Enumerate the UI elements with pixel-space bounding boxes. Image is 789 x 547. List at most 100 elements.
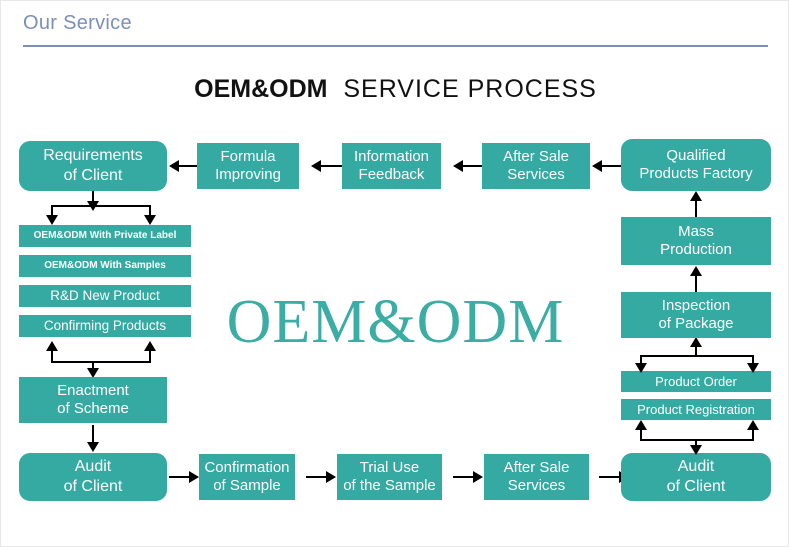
node-label-line2: Improving [215, 166, 281, 183]
node-label-line2: Services [507, 166, 565, 183]
bar-label: Product Registration [637, 401, 755, 417]
node-requirements-of-client[interactable]: Requirements of Client [19, 141, 167, 191]
node-label-line1: Information [353, 147, 430, 165]
node-label-line1: Audit [74, 458, 112, 476]
node-label-line1: Audit [677, 458, 715, 476]
node-label-line2: Products Factory [639, 165, 753, 182]
arrow-down-icon [87, 442, 99, 452]
arrow-up-icon [46, 341, 58, 351]
arrow-up-icon [635, 420, 647, 430]
connector-line [599, 476, 619, 478]
node-label-line2: of Sample [213, 477, 281, 494]
watermark-text: OEM&ODM [226, 288, 565, 356]
diagram-title-bold: OEM&ODM [194, 75, 328, 103]
connector-line [149, 351, 151, 363]
connector-line [453, 476, 473, 478]
bar-label: Product Order [655, 373, 737, 389]
node-inspection-of-package[interactable]: Inspection of Package [621, 292, 771, 338]
connector-line [752, 430, 754, 441]
node-confirmation-of-sample[interactable]: Confirmation of Sample [199, 454, 295, 500]
arrow-up-icon [747, 420, 759, 430]
connector-line [169, 476, 189, 478]
node-label-line2: of Scheme [57, 400, 129, 417]
connector-line [306, 476, 326, 478]
connector-line [695, 199, 697, 217]
node-label-line2: Production [660, 241, 732, 258]
bar-product-registration[interactable]: Product Registration [621, 399, 771, 420]
node-label-line1: After Sale [503, 147, 569, 165]
connector-line [695, 274, 697, 292]
arrow-right-icon [189, 471, 199, 483]
node-enactment-of-scheme[interactable]: Enactment of Scheme [19, 377, 167, 423]
arrow-down-icon [87, 368, 99, 378]
node-label-line2: Services [507, 477, 566, 494]
connector-line [695, 439, 697, 447]
diagram-title: OEM&ODM SERVICE PROCESS [1, 75, 789, 104]
node-label-line2: of Client [63, 167, 123, 184]
node-label-line2: of Client [666, 478, 726, 495]
page-title: Our Service [23, 12, 132, 34]
node-label-line1: Trial Use [359, 458, 420, 476]
node-label-line1: Qualified [666, 146, 726, 164]
diagram-title-regular: SERVICE PROCESS [343, 75, 597, 103]
connector-line [179, 165, 197, 167]
bar-confirming-products[interactable]: Confirming Products [19, 315, 191, 337]
bar-oem-odm-with-private-label[interactable]: OEM&ODM With Private Label [19, 225, 191, 247]
arrow-up-icon [690, 191, 702, 201]
bar-oem-odm-with-samples[interactable]: OEM&ODM With Samples [19, 255, 191, 277]
bar-label: OEM&ODM With Private Label [33, 229, 177, 241]
bar-label: OEM&ODM With Samples [44, 259, 166, 271]
arrow-left-icon [311, 160, 321, 172]
arrow-left-icon [453, 160, 463, 172]
arrow-down-icon [46, 215, 58, 225]
arrow-left-icon [169, 160, 179, 172]
node-trial-use-of-the-sample[interactable]: Trial Use of the Sample [337, 454, 442, 500]
bar-product-order[interactable]: Product Order [621, 371, 771, 392]
bar-label: R&D New Product [50, 287, 160, 303]
arrow-right-icon [326, 471, 336, 483]
connector-line [640, 355, 754, 357]
node-qualified-products-factory[interactable]: Qualified Products Factory [621, 139, 771, 191]
arrow-down-icon [144, 215, 156, 225]
connector-line [92, 361, 94, 370]
node-label-line2: Feedback [358, 166, 425, 183]
node-label-line1: Requirements [43, 147, 143, 165]
bar-rd-new-product[interactable]: R&D New Product [19, 285, 191, 307]
connector-line [51, 205, 53, 217]
node-audit-of-client-right[interactable]: Audit of Client [621, 453, 771, 501]
arrow-up-icon [690, 337, 702, 347]
node-label-line1: Inspection [661, 296, 731, 314]
connector-line [602, 165, 621, 167]
arrow-left-icon [592, 160, 602, 172]
node-label-line1: Enactment [57, 381, 129, 399]
node-label-line1: Formula [220, 147, 276, 165]
node-label-line1: Confirmation [204, 458, 290, 476]
connector-line [695, 345, 697, 357]
connector-line [92, 425, 94, 444]
node-audit-of-client-left[interactable]: Audit of Client [19, 453, 167, 501]
node-label-line2: of Package [658, 315, 734, 332]
node-formula-improving[interactable]: Formula Improving [197, 143, 299, 189]
connector-line [640, 430, 642, 441]
arrow-right-icon [473, 471, 483, 483]
arrow-up-icon [144, 341, 156, 351]
bar-label: Confirming Products [43, 317, 167, 333]
connector-line [51, 205, 151, 207]
header-divider [23, 45, 768, 47]
node-label-line2: of Client [63, 478, 123, 495]
page-header: Our Service [1, 1, 789, 49]
node-after-sale-services-bottom[interactable]: After Sale Services [484, 454, 589, 500]
arrow-up-icon [690, 266, 702, 276]
node-mass-production[interactable]: Mass Production [621, 217, 771, 265]
node-label-line1: Mass [678, 222, 714, 240]
node-information-feedback[interactable]: Information Feedback [342, 143, 441, 189]
connector-line [149, 205, 151, 217]
arrow-down-icon [747, 363, 759, 373]
node-label-line1: After Sale [503, 458, 570, 476]
node-label-line2: of the Sample [343, 477, 436, 494]
connector-line [640, 439, 754, 441]
connector-line [321, 165, 342, 167]
connector-line [51, 351, 53, 363]
node-after-sale-services-top[interactable]: After Sale Services [482, 143, 590, 189]
connector-line [92, 191, 94, 203]
